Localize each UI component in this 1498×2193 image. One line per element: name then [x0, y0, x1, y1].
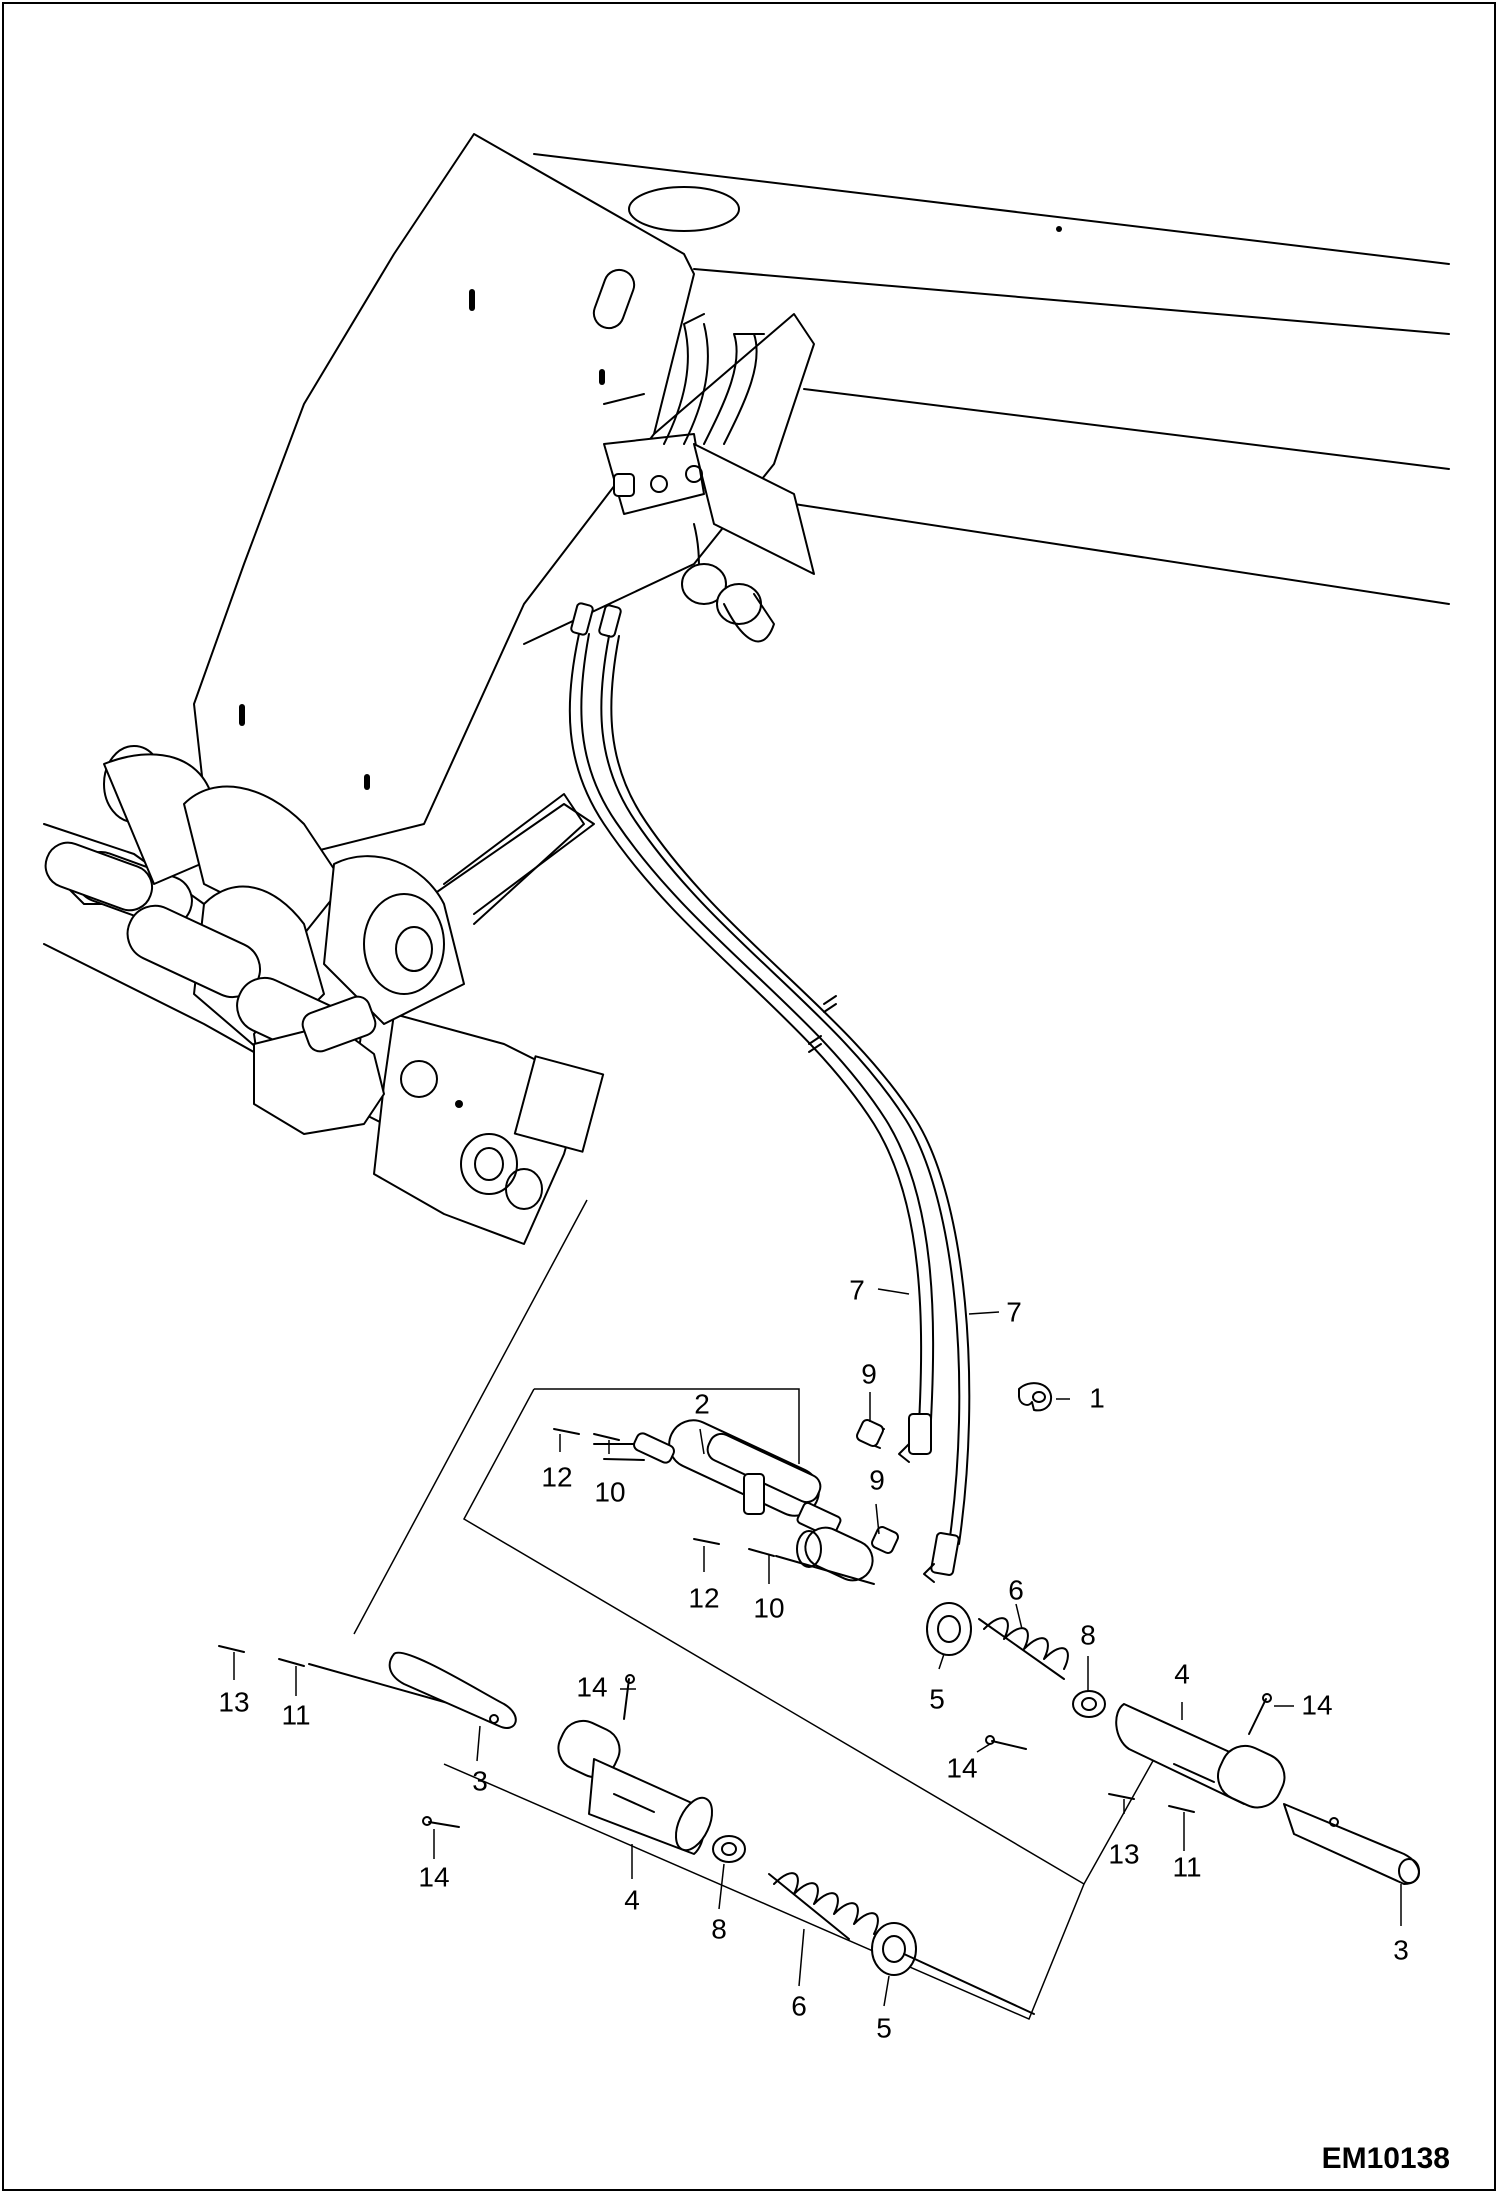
drawing-code: EM10138 [1322, 2142, 1450, 2175]
callout-8b: 8 [711, 1913, 727, 1944]
callout-3a: 3 [1393, 1934, 1409, 1965]
callout-14d: 14 [418, 1861, 449, 1892]
callout-14a: 14 [1301, 1689, 1332, 1720]
callout-6b: 6 [791, 1990, 807, 2021]
valve-block [570, 313, 815, 643]
right-latch-assembly [926, 1602, 1420, 1885]
callout-7a: 7 [849, 1274, 865, 1305]
left-latch-assembly [308, 1651, 1035, 2015]
hose-clip-part [1018, 1382, 1053, 1412]
callout-5a: 5 [929, 1683, 945, 1714]
callout-14b: 14 [946, 1752, 977, 1783]
callout-9b: 9 [869, 1464, 885, 1495]
callout-10a: 10 [594, 1476, 625, 1507]
leader-lines [233, 1288, 1402, 2007]
upper-cylinder-assembly [593, 1419, 899, 1582]
lower-frame [43, 803, 605, 1245]
exploded-view-outline [353, 1199, 1155, 2020]
callout-12a: 12 [541, 1461, 572, 1492]
callout-6a: 6 [1008, 1574, 1024, 1605]
hose-pair [568, 633, 971, 1583]
callout-11a: 11 [1172, 1851, 1201, 1882]
callout-12b: 12 [688, 1582, 719, 1613]
lift-arm [533, 153, 1450, 605]
pivot-lugs [44, 745, 465, 1135]
callout-labels: 7 7 1 9 9 2 12 10 12 10 5 6 8 4 14 14 13… [218, 1274, 1408, 2043]
callout-8a: 8 [1080, 1619, 1096, 1650]
exploded-parts-drawing: 7 7 1 9 9 2 12 10 12 10 5 6 8 4 14 14 13… [43, 133, 1450, 2175]
callout-2: 2 [694, 1388, 710, 1419]
pin-hardware [218, 1428, 1272, 1828]
callout-5b: 5 [876, 2012, 892, 2043]
callout-14c: 14 [576, 1671, 607, 1702]
callout-10b: 10 [753, 1592, 784, 1623]
callout-4b: 4 [624, 1884, 640, 1915]
callout-7b: 7 [1006, 1296, 1022, 1327]
callout-13a: 13 [1108, 1838, 1139, 1869]
callout-1: 1 [1089, 1382, 1105, 1413]
callout-9a: 9 [861, 1358, 877, 1389]
callout-4a: 4 [1174, 1658, 1190, 1689]
callout-13b: 13 [218, 1686, 249, 1717]
callout-3b: 3 [472, 1765, 488, 1796]
callout-11b: 11 [281, 1699, 310, 1730]
coupler-plate [193, 133, 815, 925]
